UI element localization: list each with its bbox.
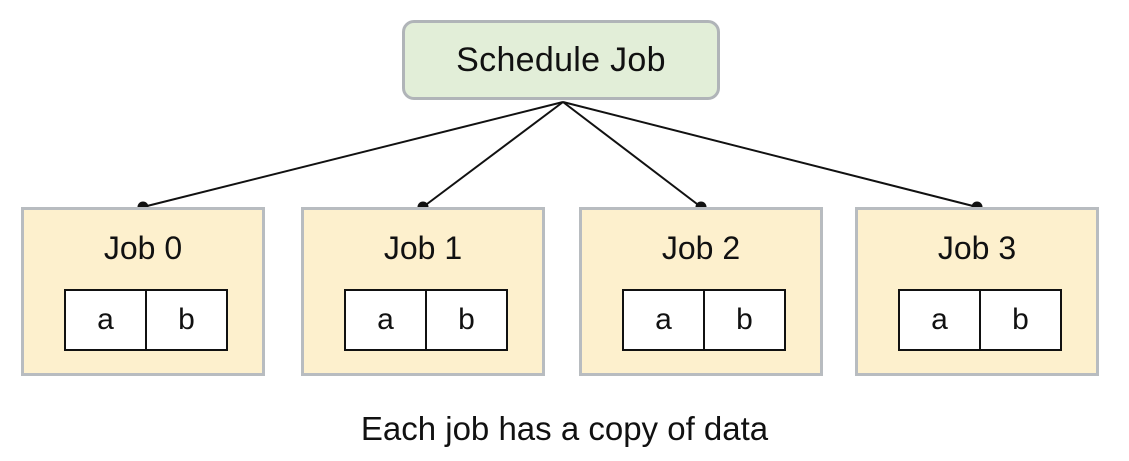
- data-cell-a: a: [97, 303, 114, 336]
- data-cell-a: a: [655, 303, 672, 336]
- job-data-cells: a b: [898, 289, 1062, 351]
- job-title: Job 1: [383, 230, 463, 266]
- connector-line-job-2: [562, 101, 702, 208]
- data-cell-b: b: [703, 291, 784, 349]
- job-node-0: Job 0 a b: [21, 207, 265, 376]
- job-title: Job 2: [661, 230, 741, 266]
- job-data-cells: a b: [64, 289, 228, 351]
- data-cell-a: a: [931, 303, 948, 336]
- connector-line-job-0: [142, 101, 564, 208]
- job-node-3: Job 3 a b: [855, 207, 1099, 376]
- job-node-1: Job 1 a b: [301, 207, 545, 376]
- job-title: Job 0: [103, 230, 183, 266]
- data-cell-b: b: [145, 291, 226, 349]
- job-data-cells: a b: [344, 289, 508, 351]
- data-cell-b: b: [979, 291, 1060, 349]
- connector-line-job-1: [422, 101, 564, 208]
- job-data-cells: a b: [622, 289, 786, 351]
- connector-line-job-3: [562, 101, 978, 208]
- data-cell-b: b: [425, 291, 506, 349]
- schedule-job-node: Schedule Job: [402, 20, 720, 100]
- schedule-job-label: Schedule Job: [456, 40, 666, 79]
- diagram-caption: Each job has a copy of data: [360, 410, 769, 447]
- data-cell-a: a: [377, 303, 394, 336]
- job-node-2: Job 2 a b: [579, 207, 823, 376]
- job-title: Job 3: [937, 230, 1017, 266]
